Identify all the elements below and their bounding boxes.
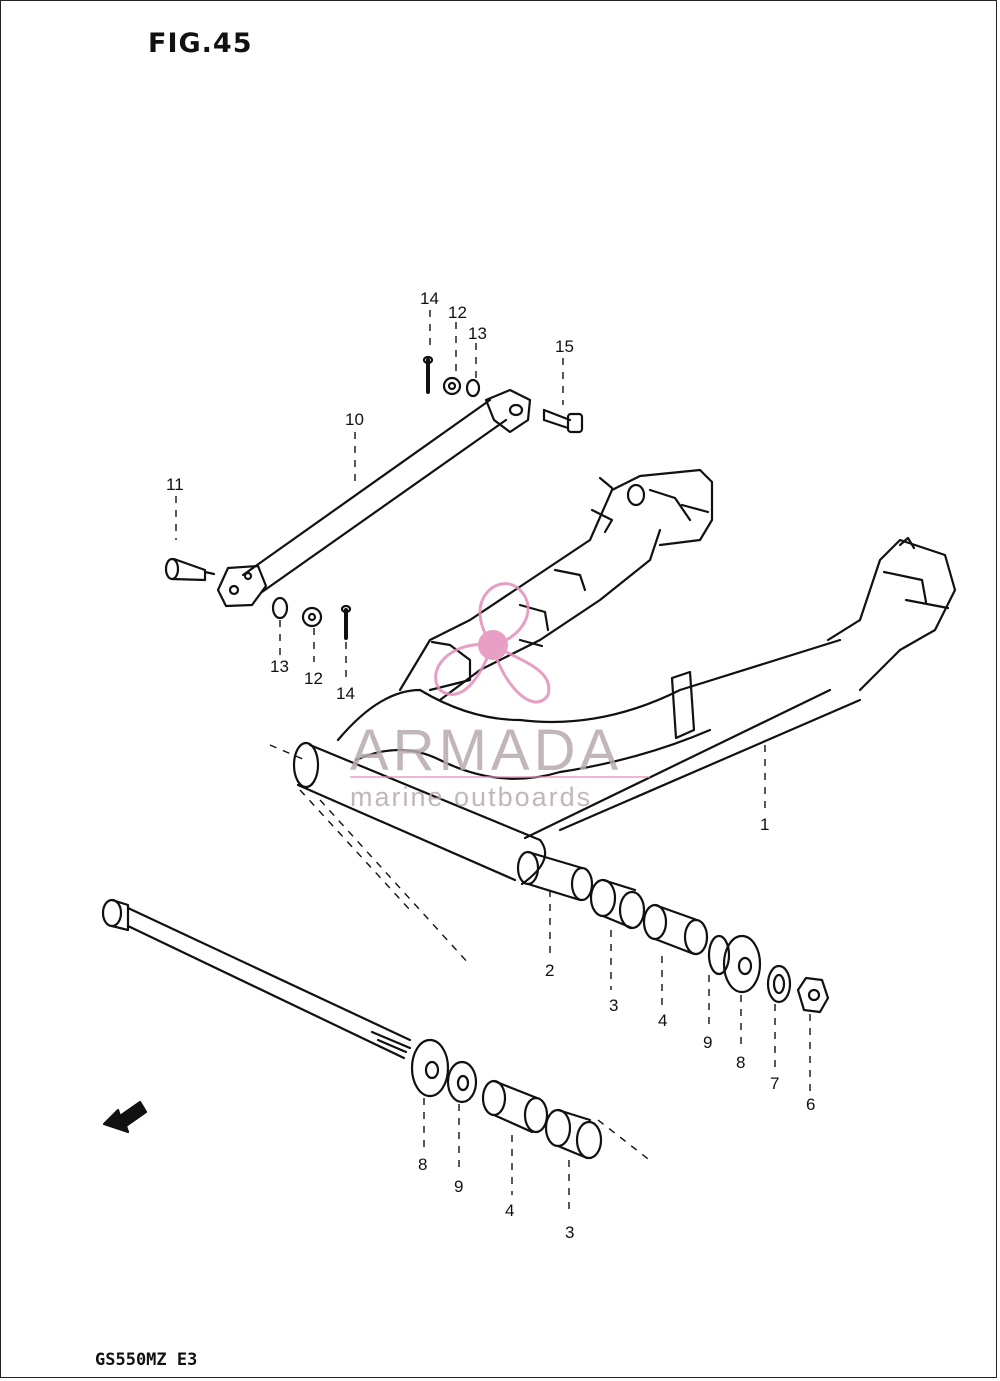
front-arrow-icon — [102, 1100, 148, 1134]
left-bearing-stack — [410, 1038, 603, 1160]
figure-title: FIG.45 — [148, 28, 253, 59]
pivot-bushing — [516, 850, 594, 902]
swing-arm — [292, 468, 957, 886]
propeller-logo-icon — [434, 582, 551, 704]
callout-13-upper: 13 — [468, 324, 487, 343]
pivot-shaft — [101, 898, 412, 1060]
callout-13-lower: 13 — [270, 657, 289, 676]
callout-3-left: 3 — [565, 1223, 574, 1242]
callout-3-right: 3 — [609, 996, 618, 1015]
callout-labels: 14 12 13 15 10 11 13 12 14 1 2 3 4 9 8 7… — [166, 289, 815, 1242]
watermark: ARMADA marine outboards — [350, 582, 650, 812]
callout-4-right: 4 — [658, 1011, 667, 1030]
watermark-brand: ARMADA — [350, 718, 622, 783]
callout-1: 1 — [760, 815, 769, 834]
torque-rod — [216, 388, 532, 608]
callout-9-left: 9 — [454, 1177, 463, 1196]
model-code: GS550MZ E3 — [95, 1350, 198, 1370]
upper-fasteners — [422, 355, 481, 398]
watermark-tagline: marine outboards — [350, 782, 592, 812]
lower-fasteners — [271, 596, 352, 640]
callout-4-left: 4 — [505, 1201, 514, 1220]
leader-lines — [175, 310, 811, 1215]
callout-11: 11 — [166, 475, 184, 494]
callout-6: 6 — [806, 1095, 815, 1114]
torque-rod-bolt — [542, 408, 584, 434]
right-bearing-stack — [589, 878, 830, 1014]
callout-7: 7 — [770, 1074, 779, 1093]
callout-2: 2 — [545, 961, 554, 980]
callout-8-left: 8 — [418, 1155, 427, 1174]
callout-14-lower: 14 — [336, 684, 355, 703]
callout-9-right: 9 — [703, 1033, 712, 1052]
callout-8-right: 8 — [736, 1053, 745, 1072]
callout-12-lower: 12 — [304, 669, 323, 688]
callout-14-upper: 14 — [420, 289, 439, 308]
torque-rod-pin — [164, 557, 216, 582]
callout-12-upper: 12 — [448, 303, 467, 322]
callout-15: 15 — [555, 337, 574, 356]
callout-10: 10 — [345, 410, 364, 429]
